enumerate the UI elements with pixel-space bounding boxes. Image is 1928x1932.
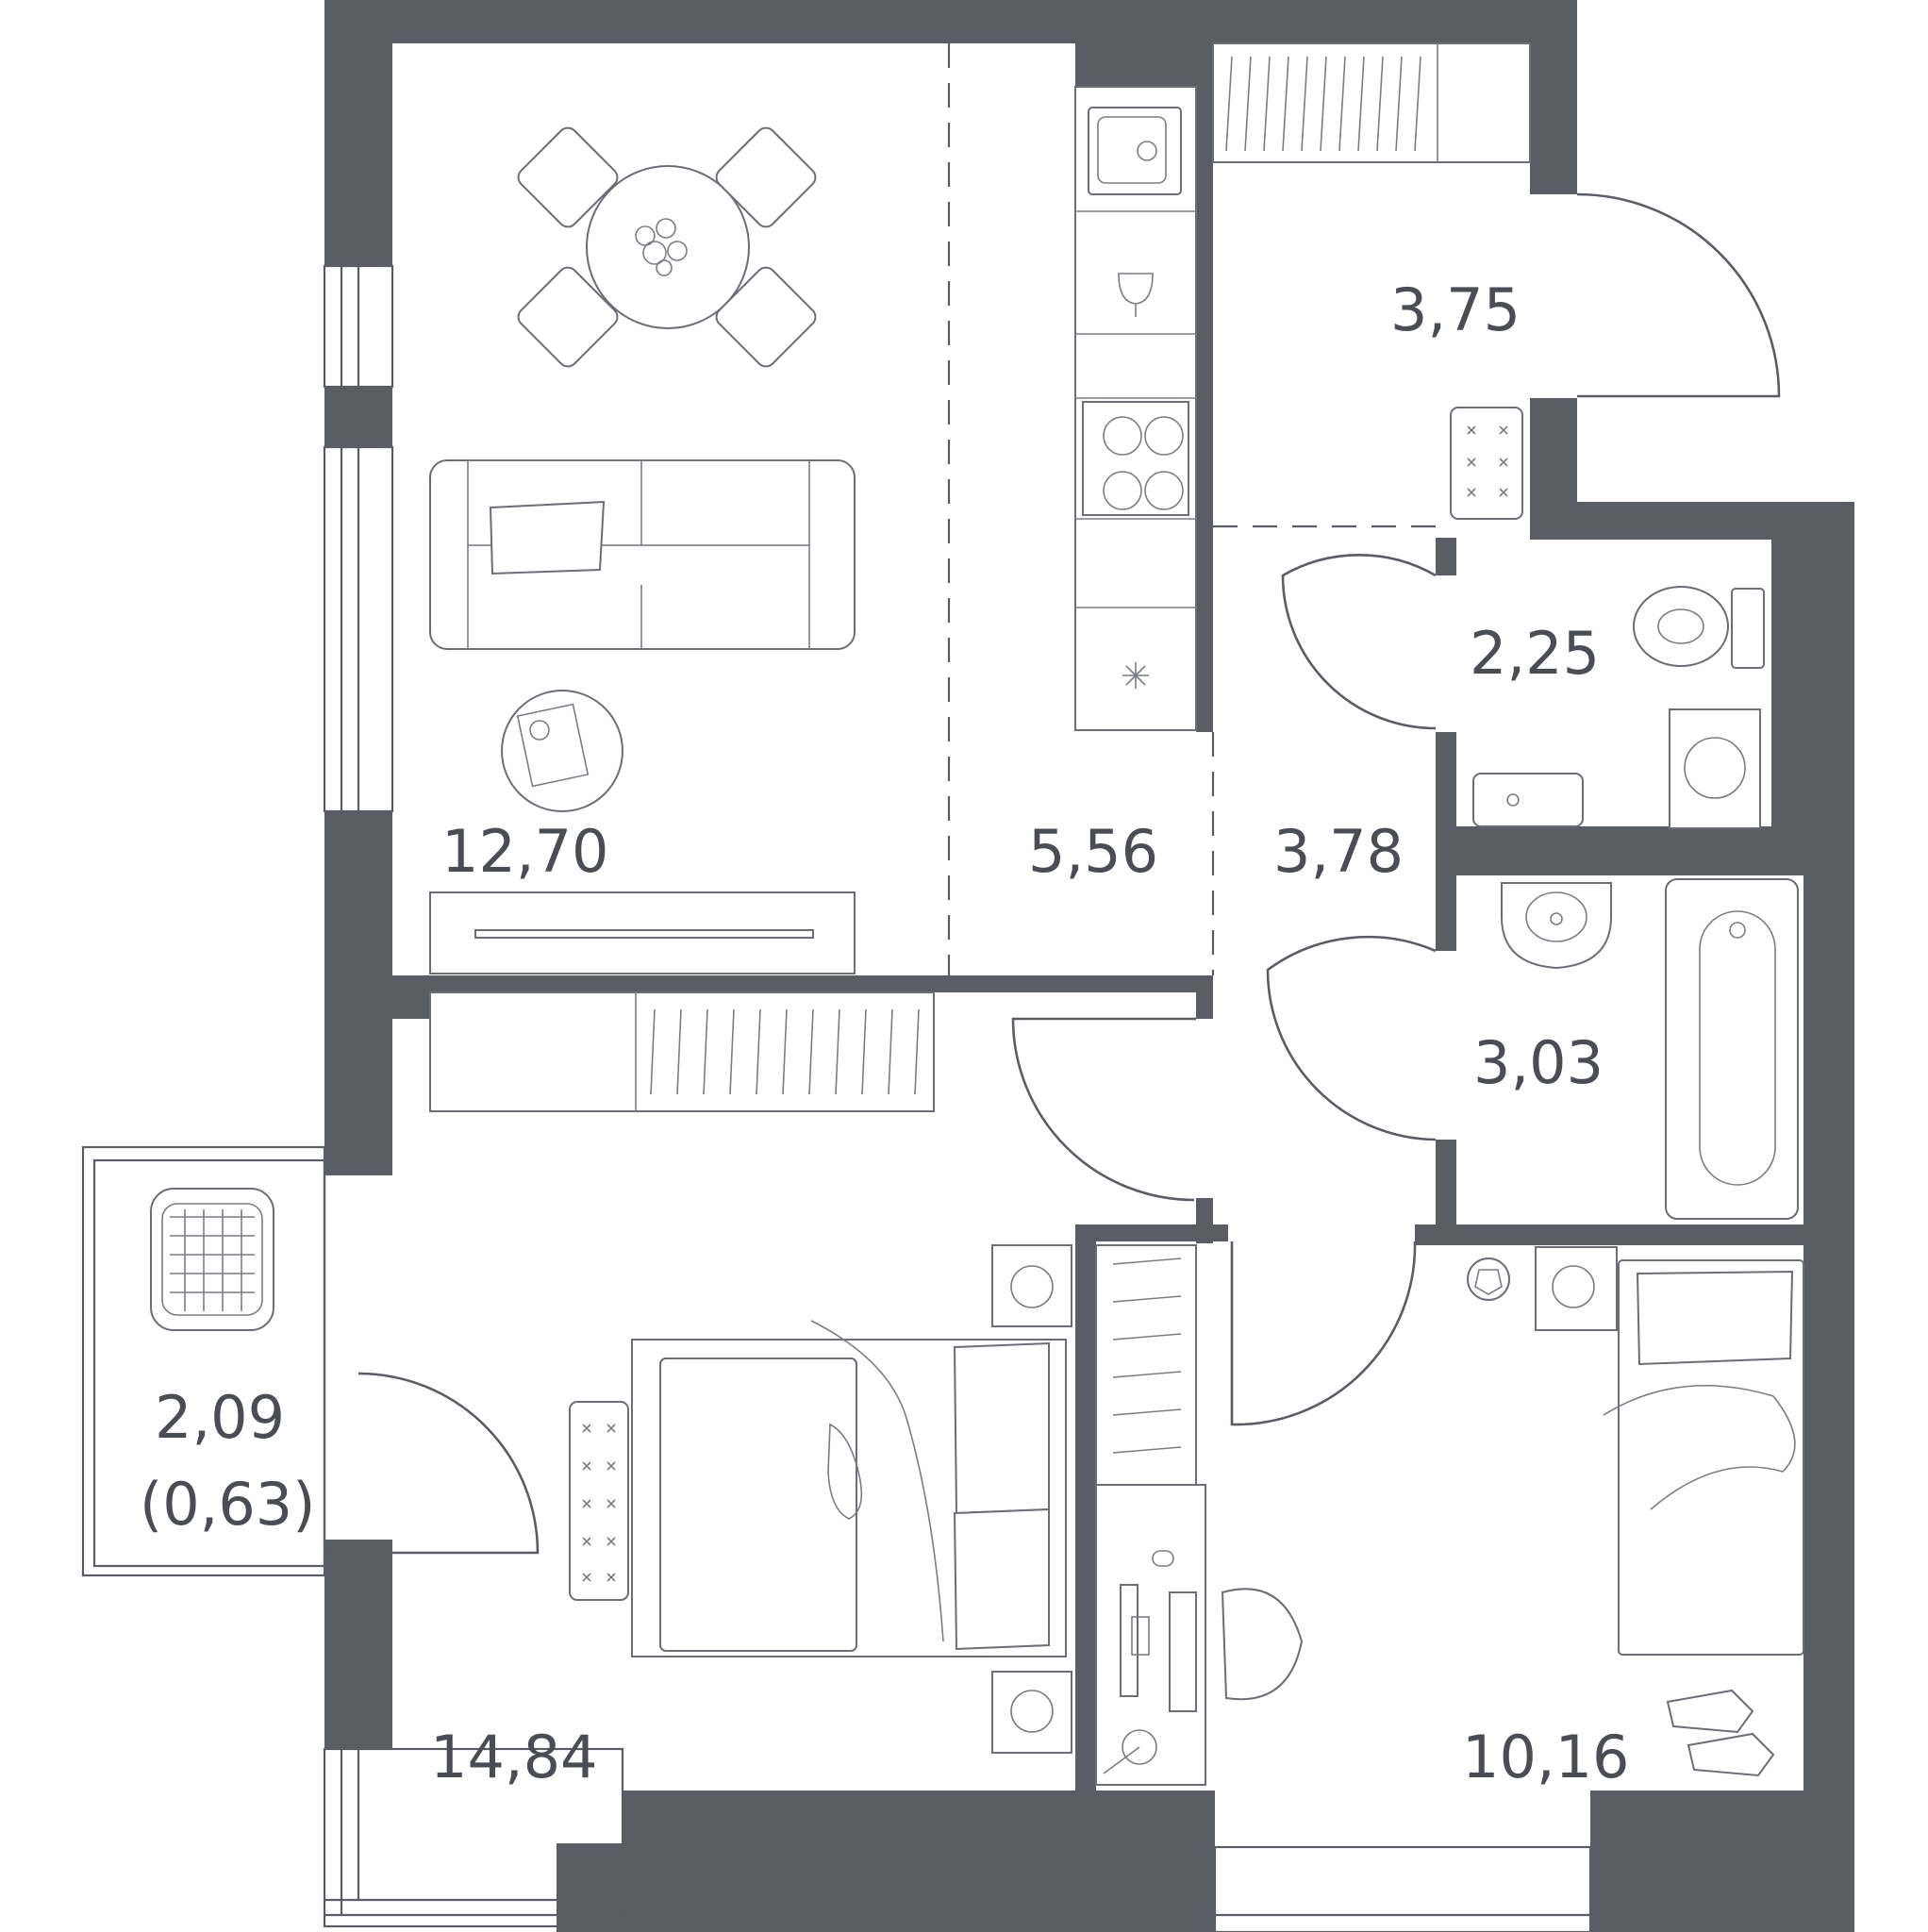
desk-chair: [1221, 1588, 1304, 1701]
entry-wardrobe: [1212, 42, 1531, 163]
room-area-bathroom: 3,03: [1473, 1028, 1604, 1097]
nightstand-bottom: [991, 1671, 1072, 1754]
windows: [323, 0, 1592, 1932]
walls: [324, 0, 1854, 1932]
room-area-balcony-secondary: (0,63): [140, 1470, 315, 1539]
tv-stand: [429, 891, 856, 974]
bathroom-fixtures: [1501, 878, 1799, 1220]
cat-icon: [827, 1423, 863, 1520]
bench: [569, 1401, 629, 1601]
room-labels: 12,70 5,56 3,78 3,75 2,25 3,03 14,84 10,…: [140, 275, 1630, 1791]
washing-machine-icon: [1669, 708, 1761, 829]
corridor-closet: [1095, 1244, 1197, 1486]
room-area-balcony: 2,09: [155, 1383, 285, 1452]
wine-glass-icon: [1118, 273, 1154, 317]
flower-vase-icon: [635, 218, 688, 276]
bathtub-icon: [1665, 878, 1799, 1220]
sofa: [429, 459, 856, 650]
shoe-bench: [1450, 407, 1523, 520]
room-area-kitchen: 5,56: [1028, 817, 1158, 886]
nightstand-top: [991, 1244, 1072, 1327]
kids-nightstand: [1535, 1246, 1618, 1331]
bedroom-wardrobe: [429, 991, 935, 1112]
balcony: [81, 1145, 540, 1577]
keyboard-icon: [1169, 1591, 1197, 1712]
kitchen-counter: [1074, 86, 1197, 731]
cooktop-icon: [1082, 401, 1189, 516]
small-sink-icon: [1472, 773, 1584, 827]
mouse-icon: [1152, 1550, 1174, 1567]
sink-icon: [1088, 107, 1182, 195]
room-area-wc: 2,25: [1470, 619, 1600, 688]
desk: [1095, 1484, 1206, 1786]
roller-skates-icon: [1666, 1689, 1775, 1777]
entry-door: [1576, 192, 1781, 398]
coffee-table: [501, 690, 623, 812]
room-area-living: 12,70: [441, 817, 609, 886]
room-area-kids-room: 10,16: [1462, 1723, 1630, 1791]
room-area-entry: 3,75: [1390, 275, 1521, 344]
desk-lamp-icon: [1103, 1729, 1157, 1774]
room-area-hall: 3,78: [1273, 817, 1404, 886]
room-area-bedroom: 14,84: [430, 1723, 598, 1791]
toilet-icon: [1633, 586, 1765, 669]
wc-fixtures: [1472, 586, 1765, 829]
sparkle-icon: [1122, 662, 1149, 689]
double-bed: [631, 1320, 1067, 1657]
dining-table: [517, 126, 817, 368]
monitor-icon: [1120, 1584, 1150, 1697]
single-bed: [1603, 1259, 1804, 1656]
washbasin-icon: [1501, 882, 1612, 970]
ball-icon: [1467, 1257, 1510, 1301]
laundry-basket-icon: [150, 1188, 274, 1331]
